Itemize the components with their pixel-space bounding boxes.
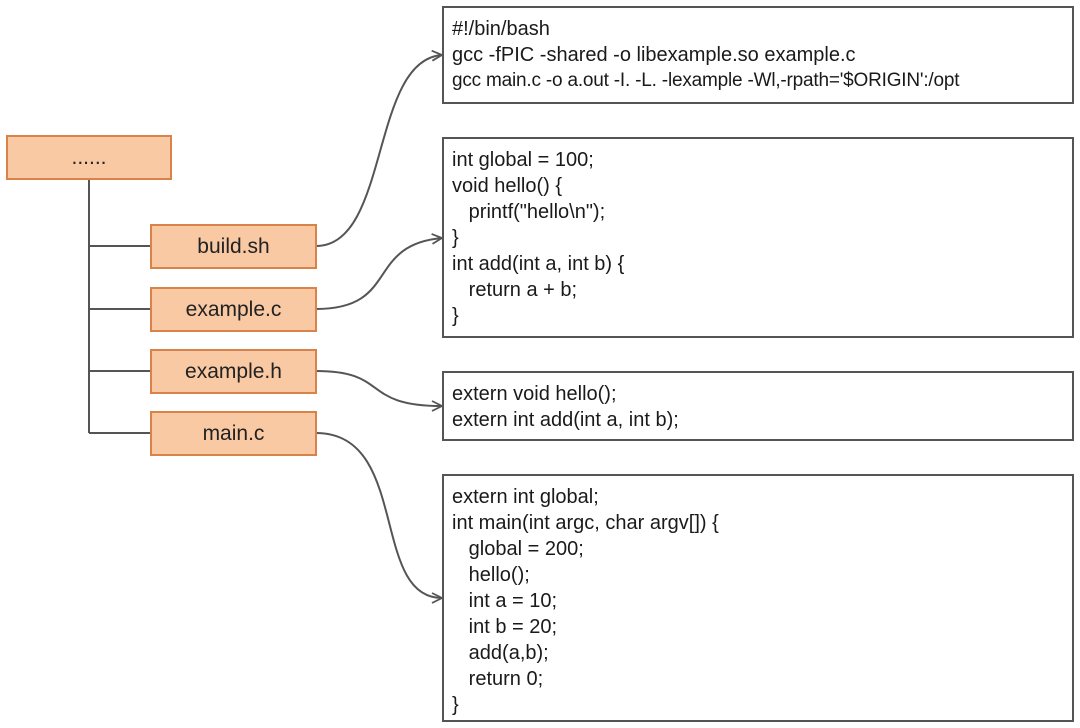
code-line: } [452,694,459,716]
code-line: int a = 10; [452,590,558,612]
code-line: #!/bin/bash [452,18,550,40]
code-line: extern int add(int a, int b); [452,409,679,431]
code-line: extern int global; [452,486,599,508]
tree-root-label: ...... [71,145,107,169]
code-line: global = 200; [452,538,584,560]
code-box-example-c: int global = 100; void hello() { printf(… [442,137,1074,338]
code-line: int b = 20; [452,616,558,638]
code-line: hello(); [452,564,530,586]
arrow-main-c [315,432,442,598]
file-node-example-h: example.h [150,349,317,394]
file-node-build-sh: build.sh [150,224,317,269]
code-line: return a + b; [452,279,578,301]
file-label-main-c: main.c [202,421,265,445]
file-label-build-sh: build.sh [197,234,270,258]
code-line: } [452,227,459,249]
file-node-main-c: main.c [150,411,317,456]
code-line: int add(int a, int b) { [452,253,625,275]
arrow-example-c [315,238,442,310]
code-line: gcc -fPIC -shared -o libexample.so examp… [452,44,856,66]
arrow-build-sh [315,55,442,247]
code-line: int global = 100; [452,149,594,171]
code-line: int main(int argc, char argv[]) { [452,512,719,534]
file-label-example-h: example.h [185,359,282,383]
code-box-build-sh: #!/bin/bash gcc -fPIC -shared -o libexam… [442,6,1074,104]
file-label-example-c: example.c [185,297,282,321]
arrow-example-h [315,370,442,406]
code-line: void hello() { [452,175,563,197]
code-line: add(a,b); [452,642,549,664]
tree-root-node: ...... [6,135,172,180]
code-line: return 0; [452,668,544,690]
code-box-example-h: extern void hello(); extern int add(int … [442,371,1074,441]
code-box-main-c: extern int global; int main(int argc, ch… [442,474,1074,722]
file-node-example-c: example.c [150,287,317,332]
code-line: printf("hello\n"); [452,201,606,223]
code-line: extern void hello(); [452,383,617,405]
code-line: } [452,305,459,327]
code-line: gcc main.c -o a.out -I. -L. -lexample -W… [452,70,960,91]
